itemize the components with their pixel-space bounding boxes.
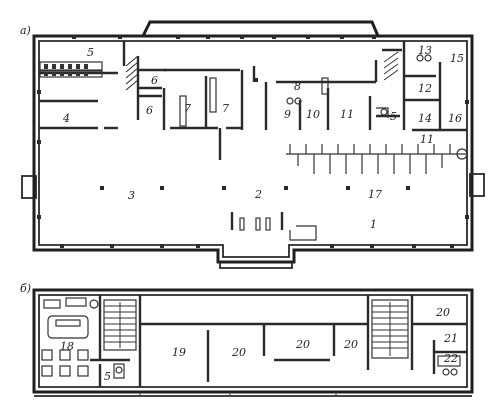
entrance-vestibule [230, 212, 317, 241]
interior-walls-left [39, 41, 256, 160]
room-number-15: 15 [450, 52, 464, 65]
south-porch [219, 262, 293, 269]
plan-a-outer-wall [32, 34, 474, 264]
room-number-5: 5 [87, 46, 94, 59]
window-marks [37, 35, 469, 248]
room-number-17: 17 [368, 188, 382, 201]
room-number-6: 6 [151, 74, 158, 87]
room-number-10: 10 [306, 108, 320, 121]
fixtures-right [286, 54, 432, 118]
plan-b-outer-wall [32, 288, 474, 394]
top-bay-projection [141, 20, 380, 37]
interior-walls-right [264, 41, 467, 132]
hall-columns [100, 78, 410, 190]
wc-fixtures [113, 355, 461, 379]
room-number-4: 4 [62, 112, 70, 125]
room-number-12: 12 [418, 82, 432, 95]
room-number-16: 16 [448, 112, 462, 125]
room-number-21: 21 [443, 332, 458, 345]
plan-b-partitions [90, 295, 467, 387]
room-number-20: 20 [231, 346, 246, 359]
room-number-22: 22 [443, 352, 458, 365]
room-number-20: 20 [435, 306, 450, 319]
room-number-5: 5 [104, 370, 111, 383]
plan-b-inner-wall [38, 294, 468, 388]
room-number-7: 7 [184, 102, 191, 115]
room-number-11: 11 [340, 108, 354, 121]
plan-a-inner-wall [38, 40, 468, 258]
room-number-3: 3 [128, 189, 135, 202]
room-number-18: 18 [60, 340, 74, 353]
serving-line-11 [286, 144, 468, 174]
east-entrance [469, 173, 485, 197]
room-number-13: 13 [418, 44, 432, 57]
room-number-8: 8 [294, 80, 301, 93]
room-number-20: 20 [343, 338, 358, 351]
stair-right [383, 51, 399, 81]
lockers-room-5 [39, 61, 103, 78]
room-number-19: 19 [172, 346, 186, 359]
plan-a-tag: a) [20, 24, 31, 37]
room-number-6: 6 [146, 104, 153, 117]
stair-left-upper [103, 299, 137, 351]
plan-b: б) 18 5 19 20 20 20 20 21 22 [20, 282, 474, 397]
plan-b-tag: б) [20, 282, 31, 295]
room-number-1: 1 [370, 218, 377, 231]
room-number-7: 7 [222, 102, 229, 115]
room-number-20: 20 [295, 338, 310, 351]
room-number-11: 11 [420, 133, 434, 146]
furniture-room-18 [41, 297, 99, 377]
stair-right-upper [371, 299, 409, 359]
room-number-2: 2 [254, 188, 262, 201]
room-number-5: 5 [390, 110, 397, 123]
room-number-9: 9 [284, 108, 291, 121]
stair-left [125, 55, 139, 91]
west-entrance [21, 175, 37, 199]
counter-room-7b [209, 77, 217, 113]
counter-room-7a [179, 95, 187, 127]
room-number-14: 14 [418, 112, 432, 125]
plan-a: a) 5 6 6 7 7 8 9 10 11 5 13 15 12 14 16 … [20, 20, 485, 269]
